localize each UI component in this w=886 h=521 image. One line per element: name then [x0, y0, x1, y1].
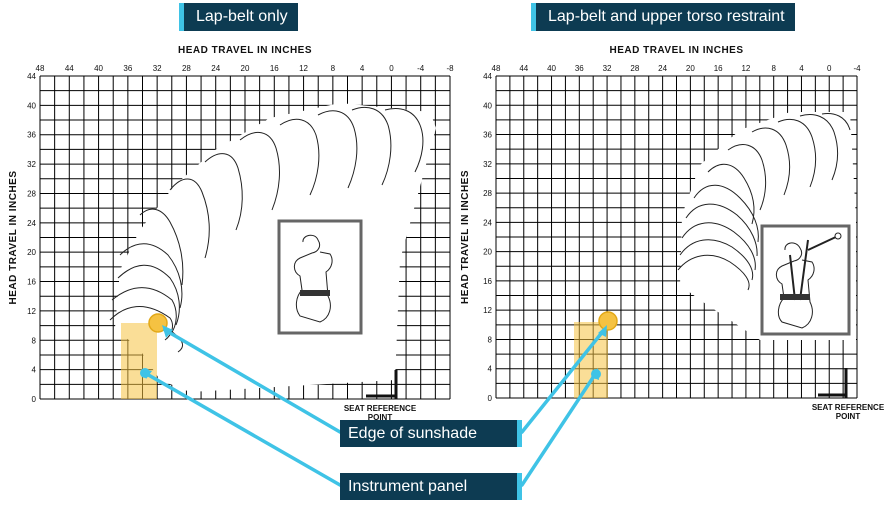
right-x-tick-label: 36: [575, 64, 584, 73]
right-x-tick-label: 16: [714, 64, 723, 73]
right-y-tick-label: 8: [488, 335, 493, 344]
left-y-axis-title: HEAD TRAVEL IN INCHES: [8, 170, 19, 304]
sunshade-callout-label: Edge of sunshade: [340, 420, 522, 447]
left-x-tick-label: 16: [270, 64, 279, 73]
right-x-axis-title: HEAD TRAVEL IN INCHES: [609, 45, 743, 56]
left-y-tick-label: 36: [27, 131, 36, 140]
left-y-tick-label: 40: [27, 101, 36, 110]
left-y-tick-label: 0: [32, 395, 37, 404]
left-x-tick-label: 12: [299, 64, 308, 73]
right-x-tick-label: 32: [603, 64, 612, 73]
callout-connectors: [143, 328, 606, 487]
left-y-tick-label: 12: [27, 307, 36, 316]
left-x-tick-label: 28: [182, 64, 191, 73]
right-y-tick-label: 0: [488, 394, 493, 403]
left-x-tick-label: 4: [360, 64, 365, 73]
left-x-tick-label: 48: [36, 64, 45, 73]
left-y-tick-label: 20: [27, 248, 36, 257]
left-x-tick-label: 36: [123, 64, 132, 73]
right-seat-reference-label: SEAT REFERENCE: [812, 403, 885, 412]
instrument-panel-callout-label: Instrument panel: [340, 473, 522, 500]
right-y-tick-label: 24: [483, 218, 492, 227]
right-x-tick-label: 40: [547, 64, 556, 73]
right-x-tick-label: -4: [853, 64, 861, 73]
left-x-tick-label: 32: [153, 64, 162, 73]
left-x-tick-label: 40: [94, 64, 103, 73]
left-panel-title: Lap-belt only: [179, 3, 298, 31]
left-sunshade-marker: [148, 313, 168, 333]
right-y-axis-title: HEAD TRAVEL IN INCHES: [460, 170, 471, 304]
left-x-tick-label: 44: [65, 64, 74, 73]
right-x-tick-label: 48: [492, 64, 501, 73]
left-head-trajectory: [109, 106, 424, 353]
left-x-tick-label: 20: [241, 64, 250, 73]
right-sunshade-marker: [598, 311, 618, 331]
right-seat-reference-label: POINT: [836, 412, 861, 421]
right-x-tick-label: 8: [771, 64, 776, 73]
left-y-tick-label: 8: [32, 336, 37, 345]
left-x-tick-label: 8: [331, 64, 336, 73]
left-seat-reference-label: POINT: [368, 413, 393, 422]
left-x-tick-label: 24: [211, 64, 220, 73]
left-x-tick-label: -4: [417, 64, 425, 73]
left-seat-reference-marker: [366, 370, 398, 399]
left-y-tick-label: 28: [27, 189, 36, 198]
left-seat-reference-label: SEAT REFERENCE: [344, 404, 417, 413]
right-x-tick-label: 44: [519, 64, 528, 73]
right-panel-title: Lap-belt and upper torso restraint: [531, 3, 795, 31]
right-x-tick-label: 28: [630, 64, 639, 73]
right-x-tick-label: 24: [658, 64, 667, 73]
left-y-tick-label: 16: [27, 278, 36, 287]
right-x-tick-label: 20: [686, 64, 695, 73]
right-y-tick-label: 44: [483, 72, 492, 81]
left-y-tick-label: 4: [32, 366, 37, 375]
left-y-tick-label: 24: [27, 219, 36, 228]
right-x-tick-label: 12: [741, 64, 750, 73]
left-x-tick-label: -8: [446, 64, 454, 73]
right-y-tick-label: 32: [483, 160, 492, 169]
right-y-tick-label: 40: [483, 101, 492, 110]
left-inset-figure: [277, 219, 363, 335]
right-inset-figure: [760, 224, 851, 336]
right-x-tick-label: 4: [799, 64, 804, 73]
left-instrument-panel-highlight: [121, 323, 157, 399]
right-y-tick-label: 16: [483, 277, 492, 286]
left-y-tick-label: 44: [27, 72, 36, 81]
right-seat-reference-marker: [818, 368, 848, 398]
left-x-tick-label: 0: [389, 64, 394, 73]
right-y-tick-label: 12: [483, 306, 492, 315]
left-x-axis-title: HEAD TRAVEL IN INCHES: [178, 45, 312, 56]
right-head-trajectory: [677, 113, 851, 291]
right-y-tick-label: 4: [488, 365, 493, 374]
right-x-tick-label: 0: [827, 64, 832, 73]
right-y-tick-label: 20: [483, 248, 492, 257]
right-y-tick-label: 28: [483, 189, 492, 198]
left-y-tick-label: 32: [27, 160, 36, 169]
callout-anchor-dots: [140, 368, 601, 379]
right-y-tick-label: 36: [483, 131, 492, 140]
